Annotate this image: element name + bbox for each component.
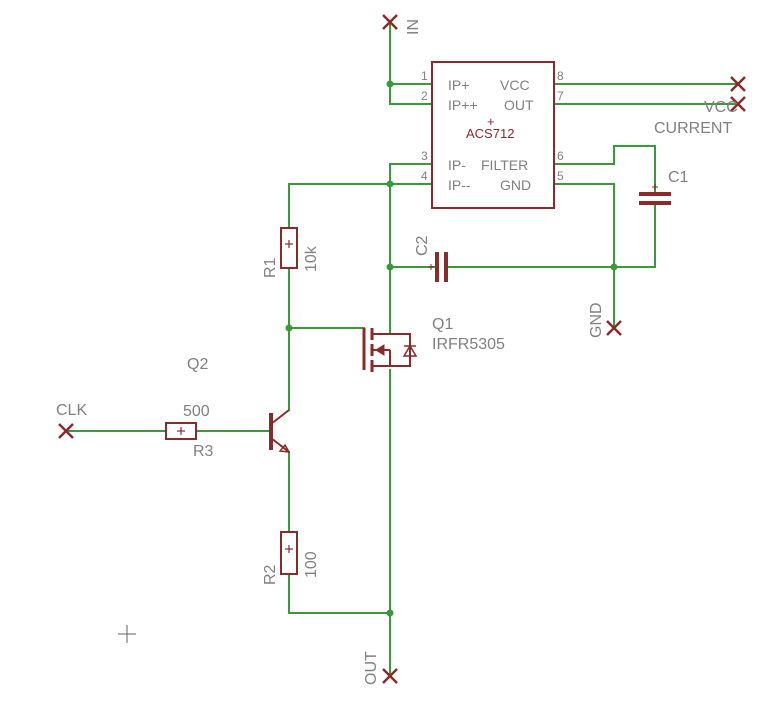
mosfet-q1[interactable] [362,328,418,372]
q2-name: Q2 [187,356,208,373]
current-terminal-icon[interactable] [730,96,746,112]
pin-num-8: 8 [557,69,564,83]
pin-label-1: IP+ [448,77,469,93]
gnd-terminal-icon[interactable] [606,320,622,336]
q1-value: IRFR5305 [432,336,505,353]
net-label-gnd: GND [588,302,605,338]
pin-num-4: 4 [421,169,428,183]
pin-label-7: OUT [504,97,534,113]
net-label-vcc: VCC [704,99,738,116]
pin-num-2: 2 [421,89,428,103]
pin-num-7: 7 [557,89,564,103]
r2-value: 100 [303,551,320,578]
c1-label: C1 [668,169,689,186]
r3-name: R3 [193,443,214,460]
pin-num-1: 1 [421,69,428,83]
pin-label-2: IP++ [448,97,478,113]
pin-num-5: 5 [557,169,564,183]
pin-label-4: IP-- [448,177,471,193]
net-endpoints [58,14,746,684]
q1-name: Q1 [432,316,453,333]
pin-label-3: IP- [448,157,466,173]
pin-num-3: 3 [421,149,428,163]
r3-value: 500 [183,403,210,420]
ic-acs712[interactable]: ACS712 + IP+ IP++ IP- IP-- VCC OUT FILTE… [421,61,564,209]
wires [65,21,739,677]
in-terminal-icon[interactable] [382,14,398,30]
vcc-terminal-icon[interactable] [730,76,746,92]
resistor-r2[interactable] [280,531,298,575]
resistor-r3[interactable] [165,422,197,440]
clk-terminal-icon[interactable] [58,423,74,439]
ic-name: ACS712 [466,126,514,141]
pin-label-6: FILTER [481,157,528,173]
capacitor-c1[interactable] [639,184,671,205]
pin-label-5: GND [500,177,531,193]
pin-num-6: 6 [557,149,564,163]
ic-origin-mark: + [487,114,495,129]
resistor-r1[interactable] [280,227,298,269]
capacitor-c2[interactable] [428,252,448,282]
junctions [285,80,618,617]
net-label-clk: CLK [56,402,87,419]
net-label-current: CURRENT [654,120,732,137]
r1-name: R1 [262,257,279,278]
transistor-q2[interactable] [269,409,291,453]
out-terminal-icon[interactable] [382,668,398,684]
net-label-in: IN [405,19,422,35]
net-label-out: OUT [363,651,380,685]
r2-name: R2 [262,564,279,585]
pin-label-8: VCC [500,77,530,93]
c2-label: C2 [414,235,431,256]
origin-cross-icon [118,625,136,643]
r1-value: 10k [303,245,320,272]
